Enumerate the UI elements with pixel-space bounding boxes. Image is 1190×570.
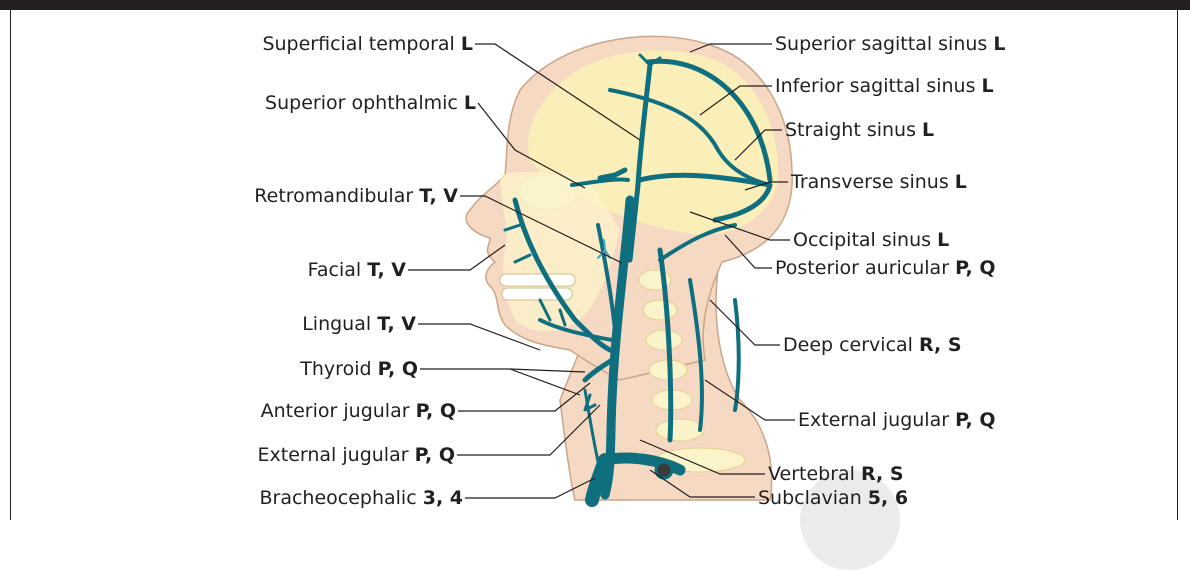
label-occipital-sinus: Occipital sinus L: [793, 229, 949, 251]
label-thyroid: Thyroid P, Q: [300, 358, 418, 380]
label-retromandibular: Retromandibular T, V: [254, 185, 458, 207]
label-transverse-sinus: Transverse sinus L: [791, 171, 967, 193]
label-straight-sinus: Straight sinus L: [785, 119, 934, 141]
teeth-upper: [500, 274, 575, 286]
label-bracheocephalic: Bracheocephalic 3, 4: [259, 487, 463, 509]
label-subclavian: Subclavian 5, 6: [758, 487, 908, 509]
label-superior-sagittal-sinus: Superior sagittal sinus L: [775, 33, 1005, 55]
label-facial: Facial T, V: [308, 259, 406, 281]
label-anterior-jugular: Anterior jugular P, Q: [261, 400, 456, 422]
head-neck-veins-illustration: [0, 0, 1190, 524]
label-inferior-sagittal-sinus: Inferior sagittal sinus L: [775, 75, 994, 97]
label-external-jugular-right: External jugular P, Q: [798, 409, 996, 431]
label-superficial-temporal: Superficial temporal L: [262, 33, 473, 55]
label-superior-ophthalmic: Superior ophthalmic L: [265, 92, 476, 114]
label-deep-cervical: Deep cervical R, S: [783, 334, 962, 356]
label-vertebral: Vertebral R, S: [768, 463, 904, 485]
label-posterior-auricular: Posterior auricular P, Q: [775, 257, 995, 279]
label-external-jugular-left: External jugular P, Q: [258, 444, 456, 466]
label-lingual: Lingual T, V: [302, 313, 416, 335]
